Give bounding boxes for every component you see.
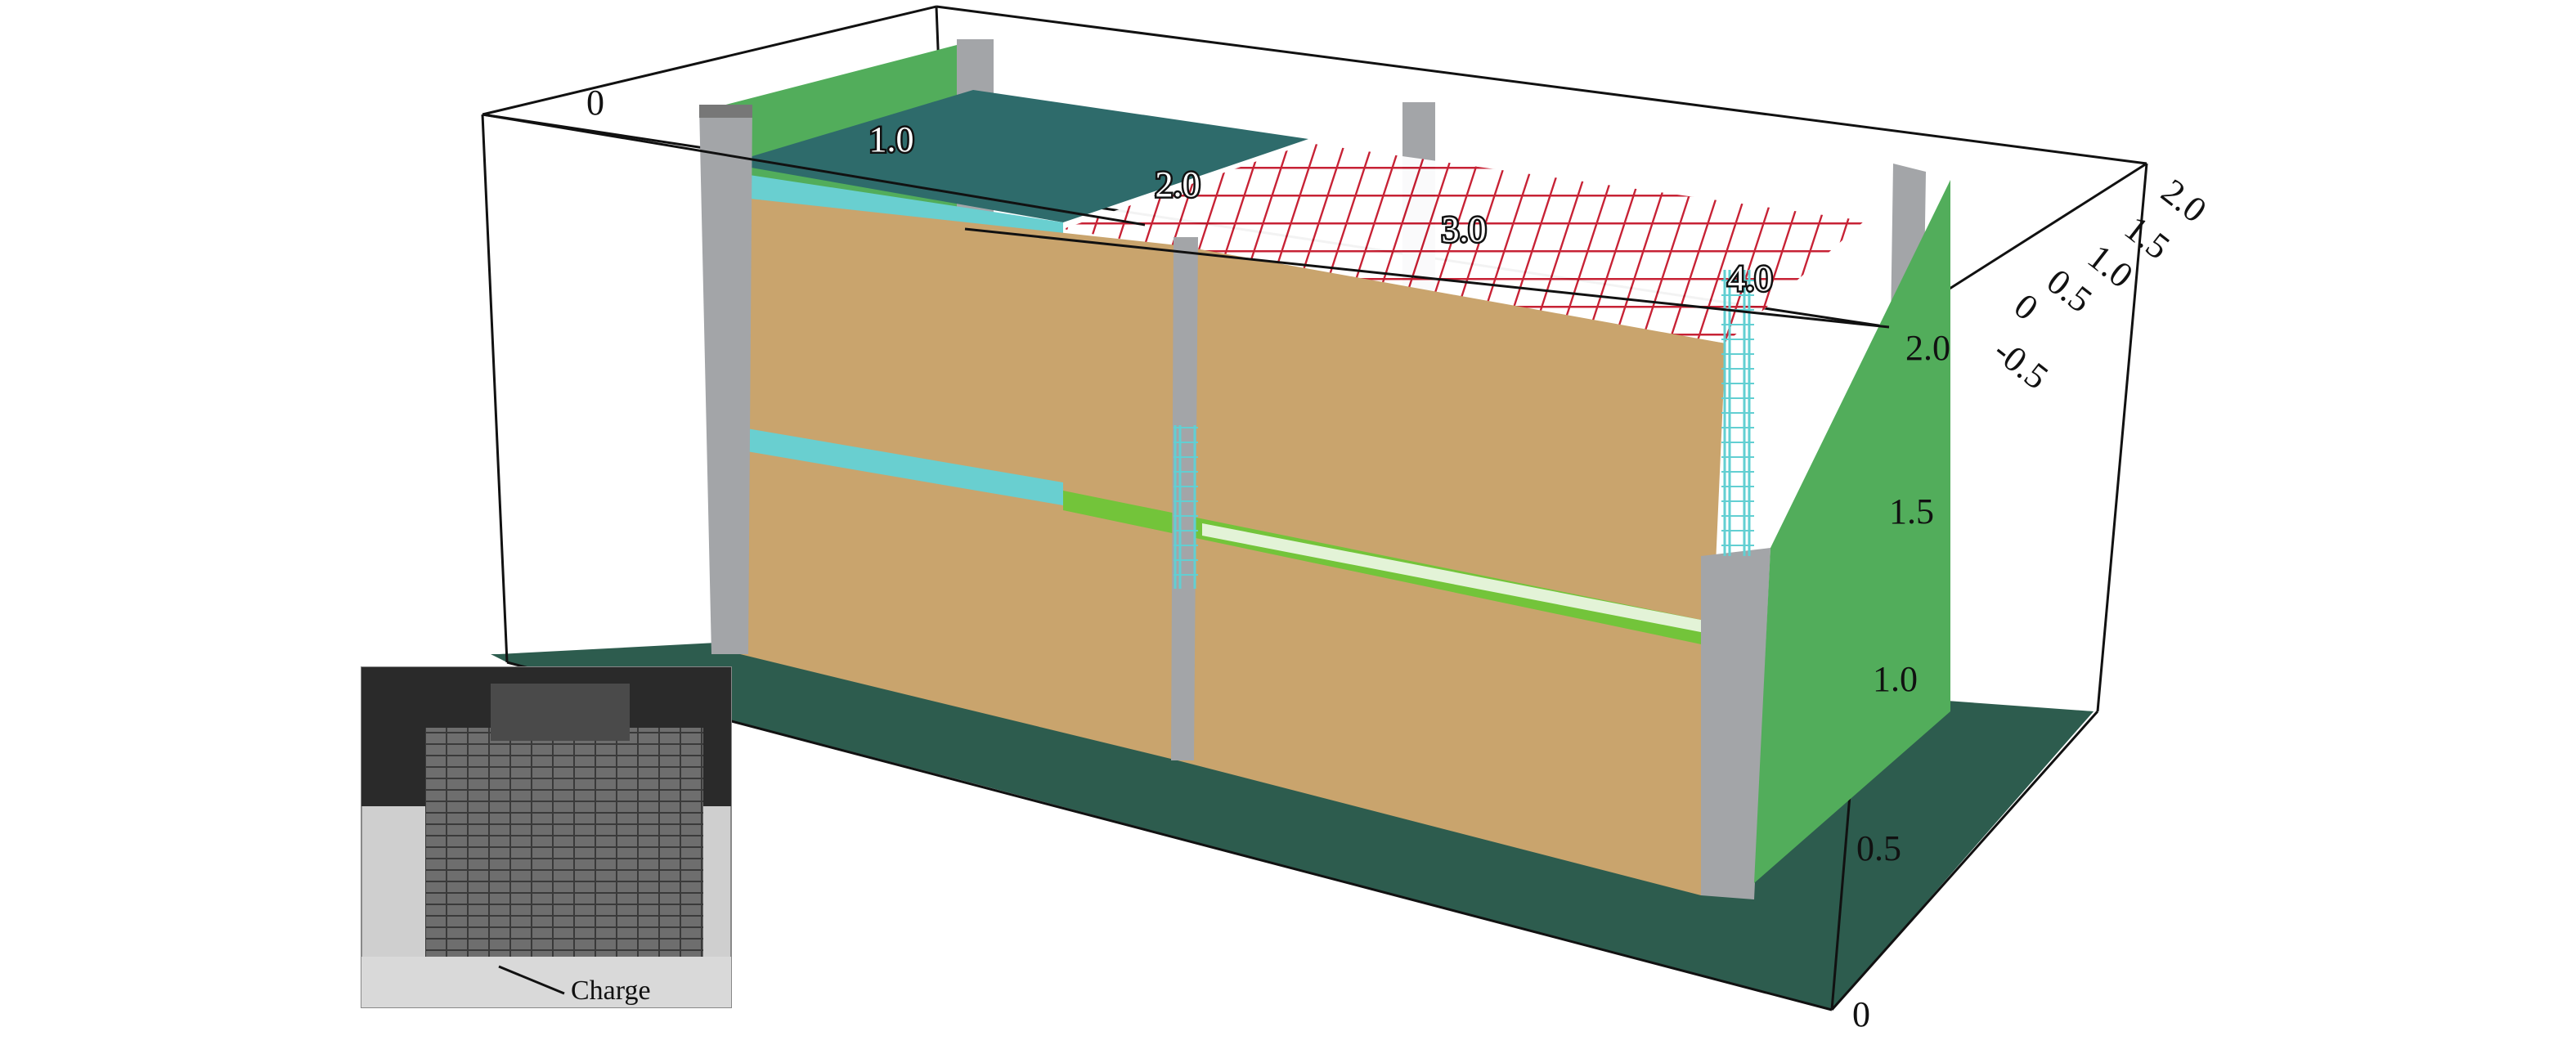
x-tick-label: 3.0 <box>1442 209 1487 249</box>
x-tick-label: 0 <box>586 83 604 123</box>
lower-rebar-white <box>1202 523 1709 634</box>
z-axis: 0 0.5 1.0 1.5 2.0 <box>1852 328 1950 1034</box>
z-tick-label: 1.5 <box>1889 491 1934 531</box>
z-tick-label: 0.5 <box>1856 828 1901 868</box>
roof-rebar-mesh <box>1063 143 1865 343</box>
y-axis: -0.5 0 0.5 1.0 1.5 2.0 <box>1986 171 2215 397</box>
end-wall-right <box>1754 180 1950 883</box>
z-tick-label: 0 <box>1852 994 1870 1034</box>
charge-label: Charge <box>571 975 651 1006</box>
inset-photo: Charge <box>361 666 732 1008</box>
column-front-mid-cage <box>1174 425 1198 589</box>
z-tick-label: 2.0 <box>1905 328 1950 368</box>
roof-slab <box>728 90 1308 222</box>
y-tick-label: 2.0 <box>2154 171 2215 230</box>
z-tick-label: 1.0 <box>1873 659 1918 699</box>
column-front-left <box>699 106 752 654</box>
y-tick-label: -0.5 <box>1986 330 2056 397</box>
charge-leader-line <box>498 965 565 995</box>
column-front-left-cap <box>699 105 752 118</box>
column-front-right-cage <box>1721 270 1754 556</box>
ring-beam-lower <box>728 425 1063 505</box>
bounding-box-front <box>482 113 1890 329</box>
x-tick-label: 1.0 <box>869 119 914 159</box>
column-front-right <box>1701 548 1770 899</box>
x-tick-label: 4.0 <box>1728 258 1773 298</box>
x-tick-label: 2.0 <box>1156 164 1200 204</box>
x-axis: 0 1.0 2.0 3.0 4.0 <box>586 83 1775 301</box>
